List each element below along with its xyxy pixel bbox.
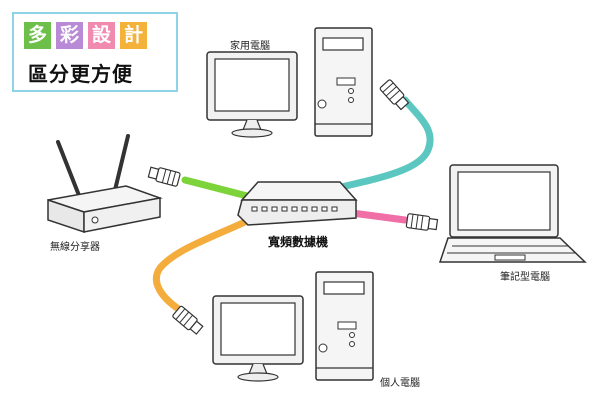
router-label: 無線分享器 — [50, 242, 100, 253]
badge-tile: 設 — [88, 22, 115, 49]
badge-tile: 多 — [24, 22, 51, 49]
green-cable — [181, 176, 259, 202]
badge-tile: 彩 — [56, 22, 83, 49]
orange-cable — [152, 218, 249, 314]
home-pc-monitor-icon — [206, 51, 298, 138]
teal-plug-icon — [379, 79, 410, 111]
home-pc-label: 家用電腦 — [230, 41, 270, 52]
hub-icon — [237, 181, 358, 226]
pink-cable — [348, 209, 409, 224]
router-icon — [47, 134, 163, 234]
orange-plug-icon — [172, 305, 204, 335]
pink-plug-icon — [405, 213, 439, 231]
title-badge: 多 彩 設 計 區分更方便 — [12, 12, 178, 92]
teal-cable — [333, 96, 434, 192]
badge-tiles: 多 彩 設 計 — [24, 22, 147, 49]
badge-tile: 計 — [120, 22, 147, 49]
personal-pc-monitor-icon — [212, 295, 304, 382]
personal-pc-label: 個人電腦 — [380, 378, 420, 389]
laptop-label: 筆記型電腦 — [500, 272, 550, 283]
home-pc-tower-icon — [314, 27, 373, 137]
laptop-icon — [438, 164, 587, 263]
hub-label: 寬頻數據機 — [268, 235, 329, 249]
personal-pc-tower-icon — [315, 271, 374, 381]
badge-subtitle: 區分更方便 — [28, 62, 133, 86]
green-plug-icon — [147, 166, 181, 187]
